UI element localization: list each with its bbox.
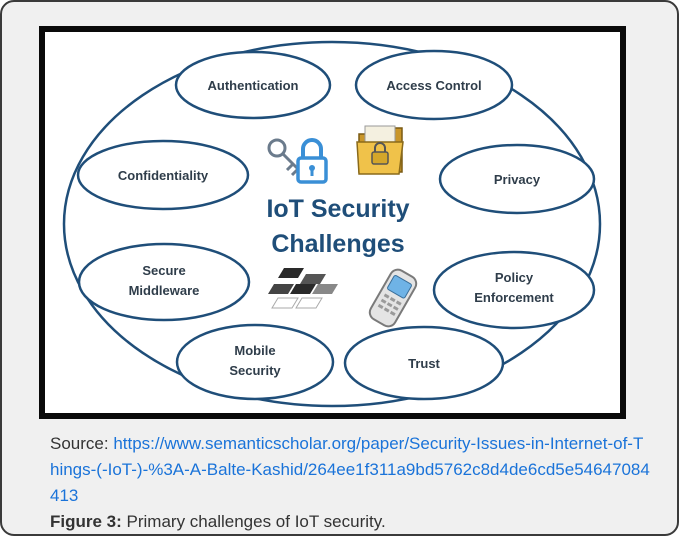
diagram-frame: Authentication Access Control Confidenti… (39, 26, 626, 419)
figure-caption-text: Primary challenges of IoT security. (121, 512, 386, 531)
iot-security-diagram: Authentication Access Control Confidenti… (62, 40, 602, 408)
node-mobile-security-label-1: Mobile (234, 343, 275, 358)
key-lock-icon (267, 138, 328, 184)
node-authentication: Authentication (174, 50, 332, 120)
locked-folder-icon (356, 125, 404, 175)
node-mobile-security: Mobile Security (175, 323, 335, 401)
center-title-line-1: IoT Security (266, 195, 409, 223)
center-title-line-2: Challenges (271, 230, 404, 258)
node-mobile-security-label-2: Security (229, 363, 281, 378)
node-secure-middleware: Secure Middleware (77, 242, 251, 322)
outer-ellipse (62, 40, 602, 408)
node-policy-enforcement-label-1: Policy (495, 270, 534, 285)
node-privacy: Privacy (438, 143, 596, 215)
source-link[interactable]: https://www.semanticscholar.org/paper/Se… (50, 434, 650, 505)
node-secure-middleware-label-2: Middleware (129, 283, 200, 298)
node-secure-middleware-label-1: Secure (142, 263, 185, 278)
node-authentication-label: Authentication (208, 78, 299, 93)
node-policy-enforcement-label-2: Enforcement (474, 290, 554, 305)
node-confidentiality-label: Confidentiality (118, 168, 209, 183)
node-privacy-label: Privacy (494, 172, 541, 187)
figure-label: Figure 3: (50, 512, 122, 531)
source-label: Source: (50, 434, 114, 453)
figure-caption: Figure 3: Primary challenges of IoT secu… (50, 512, 386, 532)
mobile-phone-icon (368, 268, 418, 328)
node-policy-enforcement: Policy Enforcement (432, 250, 596, 330)
node-access-control-label: Access Control (386, 78, 481, 93)
node-confidentiality: Confidentiality (76, 139, 250, 211)
source-caption: Source: https://www.semanticscholar.org/… (50, 431, 650, 509)
puzzle-blocks-icon (268, 268, 338, 309)
node-trust-label: Trust (408, 356, 440, 371)
node-access-control: Access Control (354, 49, 514, 121)
node-trust: Trust (343, 325, 505, 401)
